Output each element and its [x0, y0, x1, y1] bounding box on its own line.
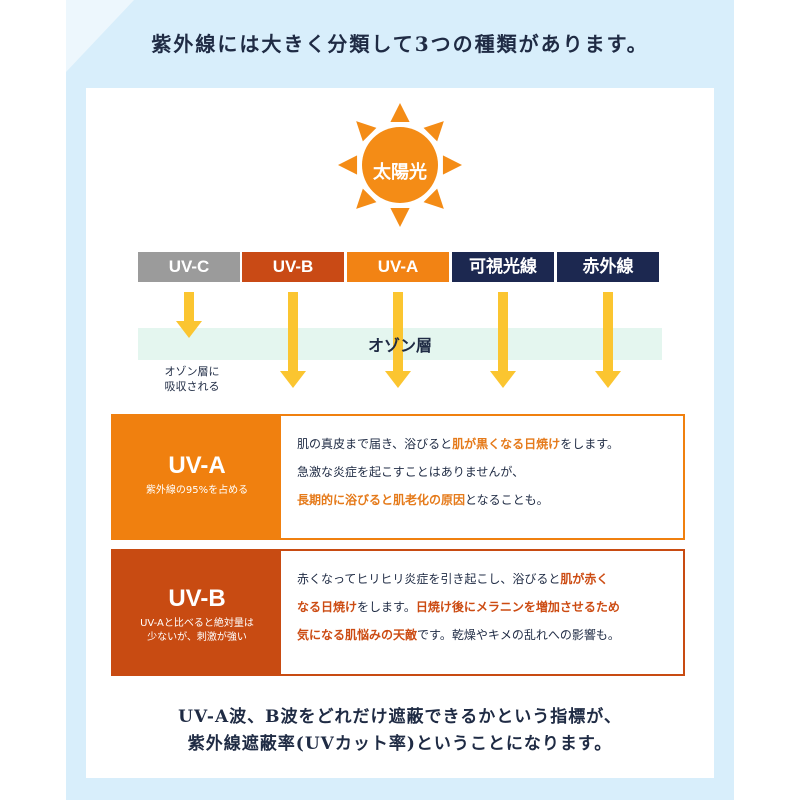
band-4: 赤外線 [557, 252, 659, 282]
uvb-line-1: なる日焼けをします。日焼け後にメラニンを増加させるため [297, 593, 677, 621]
page-heading: 紫外線には大きく分類して3つの種類があります。 [151, 32, 649, 56]
ray-arrow-4 [595, 292, 621, 388]
ray-arrow-1 [280, 292, 306, 388]
uvb-box: UV-B UV-Aと比べると絶対量は 少ないが、刺激が強い 赤くなってヒリヒリ炎… [111, 549, 685, 676]
ray-arrow-0 [176, 292, 202, 338]
uvb-line-2-seg-0: 気になる肌悩みの天敵 [297, 628, 418, 642]
sun-ray [356, 121, 377, 142]
uva-description: 肌の真皮まで届き、浴びると肌が黒くなる日焼けをします。急激な炎症を起こすことはあ… [297, 430, 677, 514]
uva-box: UV-A 紫外線の95%を占める 肌の真皮まで届き、浴びると肌が黒くなる日焼けを… [111, 414, 685, 540]
uvb-line-1-seg-1: をします。 [357, 600, 416, 614]
uva-line-2-seg-0: 長期的に浴びると肌老化の原因 [297, 493, 466, 507]
ozone-label: オゾン層 [367, 336, 432, 355]
band-2: UV-A [347, 252, 449, 282]
uvb-subtitle-line-1: UV-Aと比べると絶対量は [140, 618, 254, 629]
uvb-line-2: 気になる肌悩みの天敵です。乾燥やキメの乱れへの影響も。 [297, 621, 677, 649]
uvb-line-2-seg-1: です。乾燥やキメの乱れへの影響も。 [417, 628, 620, 642]
ray-arrow-2 [385, 292, 411, 388]
absorbed-note-line-1: オゾン層に [164, 365, 220, 378]
ray-arrow-3 [490, 292, 516, 388]
uvb-line-1-seg-2: 日焼け後にメラニンを増加させるため [415, 600, 620, 614]
uva-line-2: 長期的に浴びると肌老化の原因となることも。 [297, 486, 677, 514]
sun-ray [423, 121, 444, 142]
band-1: UV-B [242, 252, 344, 282]
band-0: UV-C [138, 252, 240, 282]
uva-subtitle: 紫外線の95%を占める [145, 485, 249, 496]
sun-ray [442, 155, 462, 175]
sun-ray [390, 103, 410, 123]
uva-line-2-seg-1: となることも。 [465, 493, 549, 507]
absorbed-note-line-2: 吸収される [164, 380, 220, 393]
uvb-line-0-seg-1: 肌が赤く [560, 572, 609, 586]
uvb-title: UV-B [168, 585, 226, 612]
uva-line-0-seg-2: をします。 [560, 437, 619, 451]
uva-box-header: UV-A 紫外線の95%を占める [113, 416, 281, 538]
sun-ray [356, 188, 377, 209]
uva-line-0: 肌の真皮まで届き、浴びると肌が黒くなる日焼けをします。 [297, 430, 677, 458]
uva-line-1: 急激な炎症を起こすことはありませんが、 [297, 458, 677, 486]
absorbed-note: オゾン層に 吸収される [147, 364, 237, 394]
uvb-line-0: 赤くなってヒリヒリ炎症を引き起こし、浴びると肌が赤く [297, 565, 677, 593]
sun-ray [423, 188, 444, 209]
uva-line-0-seg-1: 肌が黒くなる日焼け [452, 437, 561, 451]
uva-line-0-seg-0: 肌の真皮まで届き、浴びると [297, 437, 453, 451]
footer-line-1: UV-A波、B波をどれだけ遮蔽できるかという指標が、 [178, 707, 622, 727]
footer-note: UV-A波、B波をどれだけ遮蔽できるかという指標が、 紫外線遮蔽率(UVカット率… [0, 704, 800, 758]
uvb-box-header: UV-B UV-Aと比べると絶対量は 少ないが、刺激が強い [113, 551, 281, 674]
uva-title: UV-A [168, 452, 226, 479]
band-3: 可視光線 [452, 252, 554, 282]
uva-line-1-seg-0: 急激な炎症を起こすことはありませんが、 [297, 465, 525, 479]
footer-line-2: 紫外線遮蔽率(UVカット率)ということになります。 [187, 734, 613, 754]
uvb-description: 赤くなってヒリヒリ炎症を引き起こし、浴びると肌が赤くなる日焼けをします。日焼け後… [297, 565, 677, 649]
uvb-line-0-seg-0: 赤くなってヒリヒリ炎症を引き起こし、浴びると [297, 572, 561, 586]
sun-icon [338, 103, 462, 227]
sun-disc [362, 127, 438, 203]
uvb-line-1-seg-0: なる日焼け [297, 600, 358, 614]
sun-ray [338, 155, 358, 175]
sun-label: 太陽光 [373, 162, 427, 183]
uvb-subtitle-line-2: 少ないが、刺激が強い [147, 632, 247, 643]
sun-ray [390, 207, 410, 227]
